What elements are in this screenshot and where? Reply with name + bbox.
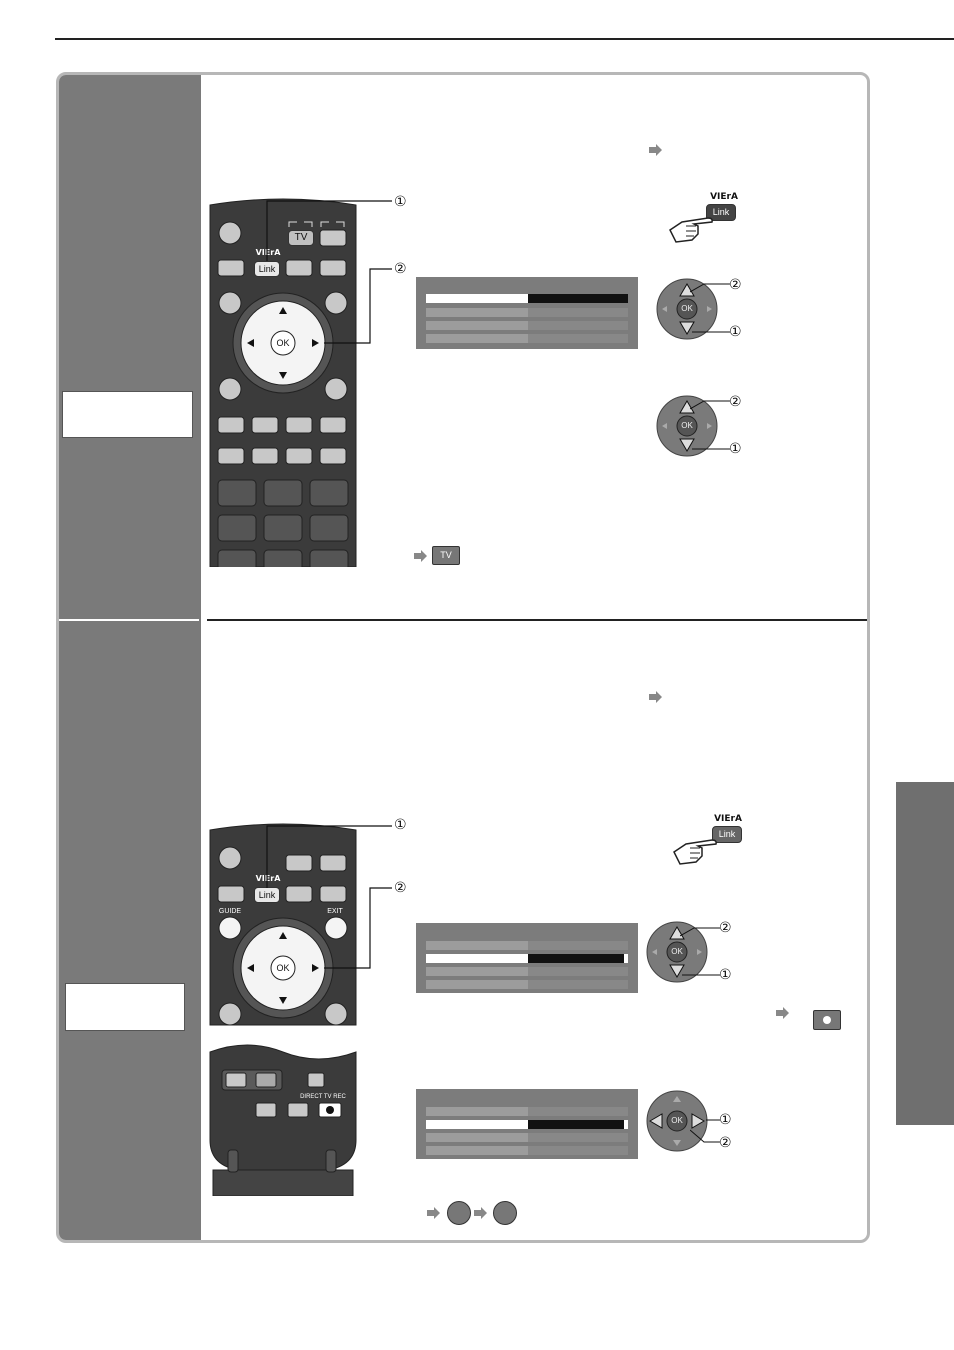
section1-ok-button[interactable]: OK	[276, 338, 290, 348]
section1-return-arrow-icon	[414, 549, 428, 567]
section1-label-box	[62, 391, 193, 438]
section2-ok-button[interactable]: OK	[276, 963, 290, 973]
section1-menu-row	[426, 321, 628, 330]
circle-button-icon	[493, 1201, 517, 1225]
section2-pad-b-ok: OK	[671, 1116, 683, 1125]
section2-menu-a-row	[426, 967, 628, 976]
section1-cursor-pad-a: OK	[656, 278, 718, 340]
section1-remote: TV VIErA Link OK	[208, 195, 358, 571]
section2-pad-b-callout-2: ②	[719, 1135, 732, 1151]
section1-hand-link-key: Link	[706, 204, 736, 221]
section2-menu-a-row	[426, 980, 628, 989]
section1-pad-a-callout-lines	[690, 283, 730, 333]
section1-callout-2: ②	[394, 261, 407, 277]
section1-pad-a-callout-1: ①	[729, 324, 742, 340]
section2-direct-tv-rec-label: DIRECT TV REC	[300, 1094, 346, 1100]
section2-arrow-icon	[649, 690, 663, 708]
section1-pad-b-callout-lines	[690, 400, 730, 450]
section2-menu-b-row-selected	[426, 1120, 628, 1129]
section1-callout-1: ①	[394, 194, 407, 210]
section2-menu-b-row	[426, 1107, 628, 1116]
section1-hand-viera-logo: VIErA	[710, 192, 738, 202]
section2-menu-a-row	[426, 941, 628, 950]
section1-menu-row-selected	[426, 294, 628, 303]
section1-callout-lines	[266, 200, 392, 344]
section2-pad-b-callout-1: ①	[719, 1112, 732, 1128]
top-rule	[55, 38, 954, 40]
section2-pad-b-callout-lines	[690, 1119, 720, 1143]
section2-sequence-arrow-icon-1	[427, 1206, 441, 1224]
section1-tv-button[interactable]: TV	[288, 230, 314, 246]
section2-menu-a-row-selected	[426, 954, 628, 963]
section1-cursor-pad-b: OK	[656, 395, 718, 457]
section1-pad-b-callout-1: ①	[729, 441, 742, 457]
section1-viera-logo: VIErA	[255, 248, 281, 257]
section2-callout-1: ①	[394, 817, 407, 833]
section2-pad-a-ok: OK	[671, 947, 683, 956]
section2-cursor-pad-a: OK	[646, 921, 708, 983]
section2-callout-lines	[266, 825, 392, 969]
section2-guide-label: GUIDE	[218, 908, 242, 915]
section2-pad-a-callout-1: ①	[719, 967, 732, 983]
section1-hand-pointer-icon: VIErA Link	[668, 190, 748, 250]
section2-viera-logo: VIErA	[255, 874, 281, 883]
record-dot-icon	[813, 1010, 841, 1030]
section2-remote-body	[203, 823, 363, 1197]
section2-menu-screen-a	[416, 923, 638, 993]
section2-menu-b-row	[426, 1146, 628, 1155]
section2-hand-link-key: Link	[712, 826, 742, 843]
section1-remote-body	[209, 198, 357, 571]
section1-menu-row	[426, 334, 628, 343]
section2-cursor-pad-b: OK	[646, 1090, 708, 1152]
section1-pad-a-ok: OK	[681, 304, 693, 313]
section1-arrow-icon	[649, 143, 663, 161]
content-frame	[56, 72, 870, 1243]
section1-pad-a-callout-2: ②	[729, 277, 742, 293]
section1-menu-screen	[416, 277, 638, 349]
section2-direct-tv-rec-button[interactable]	[319, 1103, 341, 1117]
section1-pad-b-callout-2: ②	[729, 394, 742, 410]
section2-callout-2: ②	[394, 880, 407, 896]
section2-label-box	[65, 983, 185, 1031]
section2-guide-button[interactable]	[219, 917, 241, 939]
section1-menu-row	[426, 308, 628, 317]
section2-exit-label: EXIT	[327, 908, 343, 915]
section2-menu-screen-b	[416, 1089, 638, 1159]
section2-remote: VIErA Link GUIDE EXIT OK DIRECT TV REC	[203, 820, 363, 1197]
section1-pad-b-ok: OK	[681, 421, 693, 430]
section2-record-arrow-icon	[776, 1006, 790, 1024]
circle-button-icon	[447, 1201, 471, 1225]
section-divider	[207, 619, 867, 621]
section-separator-left	[59, 619, 199, 621]
left-column	[59, 75, 201, 1240]
section2-sequence-arrow-icon-2	[474, 1206, 488, 1224]
section2-pad-a-callout-lines	[680, 927, 720, 976]
section1-link-button[interactable]: Link	[254, 261, 280, 277]
section2-hand-pointer-icon: VIErA Link	[672, 812, 752, 872]
section2-pad-a-callout-2: ②	[719, 920, 732, 936]
section1-tv-key-icon: TV	[432, 546, 460, 565]
section2-hand-viera-logo: VIErA	[714, 814, 742, 824]
side-tab	[896, 782, 954, 1125]
section2-menu-b-row	[426, 1133, 628, 1142]
